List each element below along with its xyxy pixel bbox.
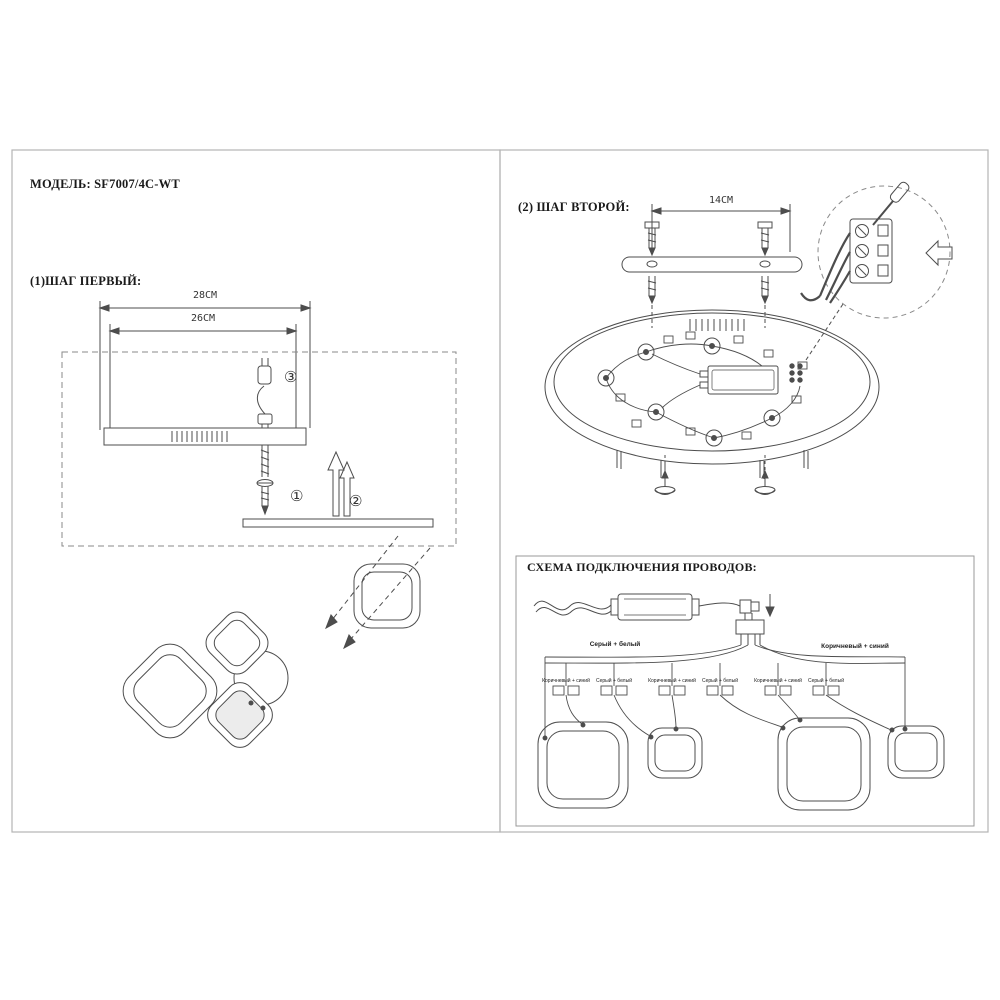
mounting-screws-top [644,221,773,257]
wire-holders [597,337,781,447]
terminal-cluster [789,303,844,383]
connector-label-2: Серый + белый [596,678,632,684]
wiring-driver [610,593,700,621]
detail-bubble [800,181,953,319]
screwdriver-icon [872,181,910,226]
fixture-shade-preview [353,563,421,629]
panel-frames [11,149,989,833]
callout-1: ① [290,487,304,505]
wiring-title: СХЕМА ПОДКЛЮЧЕНИЯ ПРОВОДОВ: [527,560,757,574]
step2-diagram [515,181,975,827]
canopy-wiring [605,343,801,439]
step1-diagram [61,301,457,748]
ceiling-bar [242,518,434,528]
detail-wires [800,232,851,304]
bus-label-left: Серый + белый [589,641,641,648]
terminal-block-detail [849,218,893,284]
dimension-26cm [108,324,298,428]
dimension-28cm-label: 28CM [192,290,218,301]
output-wire [698,594,775,618]
connector-label-3: Коричневый + синий [648,678,696,684]
connector-plug [256,358,273,428]
branch-connectors [552,663,840,696]
shade-feed-wires [542,694,908,741]
connector-label-1: Коричневый + синий [542,678,590,684]
insert-arrow-icon [925,239,953,267]
led-driver-top [699,365,779,395]
wiring-section [515,555,975,827]
mounting-bar [621,256,803,273]
connector-label-4: Серый + белый [702,678,738,684]
model-label: МОДЕЛЬ: SF7007/4C-WT [30,177,180,191]
connector-label-6: Серый + белый [808,678,844,684]
distribution-block [735,613,765,645]
dimension-26cm-label: 26CM [190,313,216,324]
callout-2: ② [349,492,363,510]
dimension-14cm-label: 14CM [708,195,734,206]
canopy-plate [544,309,880,479]
connector-label-5: Коричневый + синий [754,678,802,684]
callout-3: ③ [284,368,298,386]
input-wire [533,600,612,616]
bus-wires [544,644,906,737]
mounting-plate [103,427,307,446]
screw-callout-1 [256,479,274,516]
step2-title: (2) ШАГ ВТОРОЙ: [518,200,630,214]
push-arrows [327,450,355,517]
shade-squares [537,717,945,811]
threaded-rod [260,445,270,477]
dimension-28cm [98,301,312,430]
deco-screws-bottom [654,455,776,495]
bus-label-right: Коричневый + синий [821,643,889,650]
fixture-assembled [122,611,289,748]
install-direction-arrows [325,535,431,650]
step1-title: (1)ШАГ ПЕРВЫЙ: [30,274,142,288]
dashed-work-area [61,351,457,547]
mounting-screws-bottom [647,276,770,328]
